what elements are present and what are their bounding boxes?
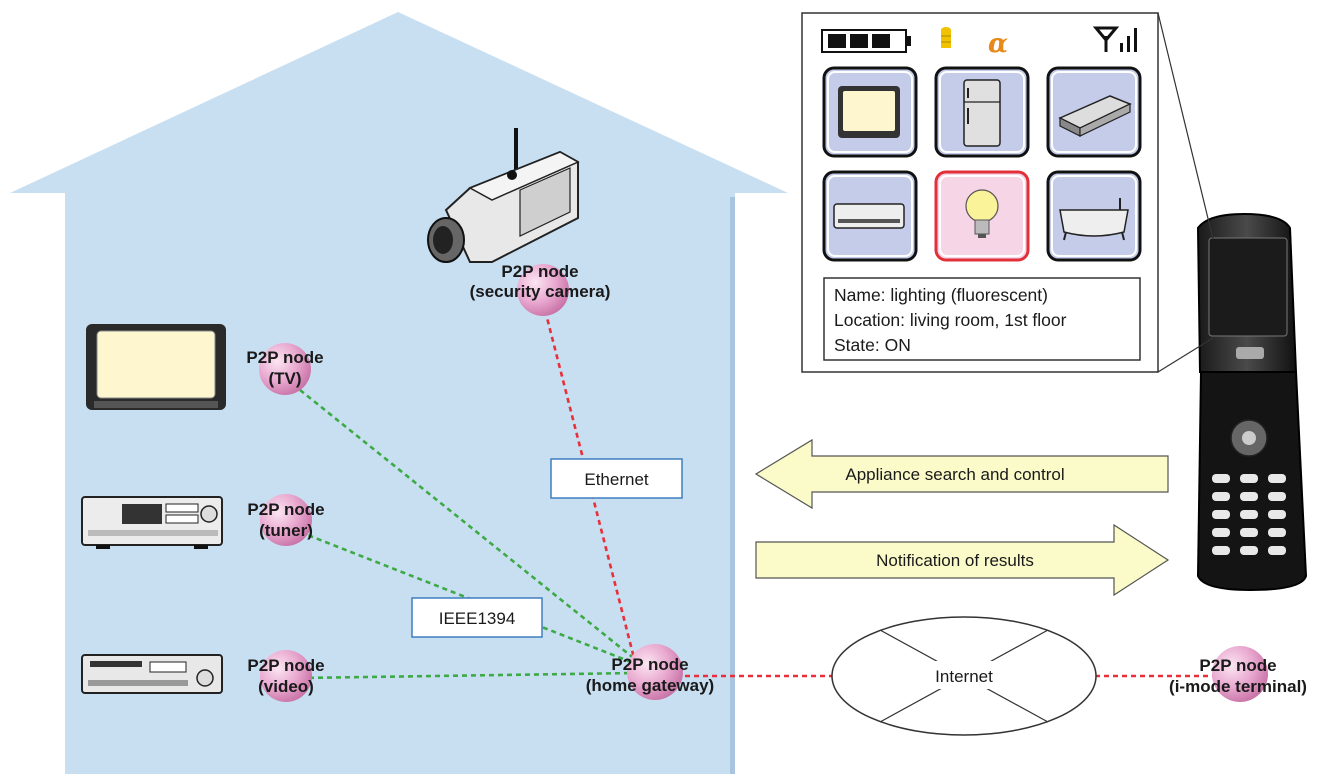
- node-title: P2P node: [246, 348, 323, 367]
- mobile-phone-icon: [1196, 212, 1308, 592]
- ieee1394-link-video: [299, 671, 637, 680]
- notification-label: Notification of results: [876, 551, 1034, 570]
- tuner-appliance-icon: [81, 496, 223, 549]
- air-conditioner-icon[interactable]: [822, 170, 918, 262]
- ethernet-label: Ethernet: [584, 470, 649, 489]
- storage-icon: [941, 27, 951, 48]
- node-circle: [259, 343, 311, 395]
- info-location: Location: living room, 1st floor: [834, 310, 1067, 330]
- node-title: P2P node: [247, 500, 324, 519]
- tv-appliance-icon: [86, 324, 226, 410]
- node-title: P2P node: [501, 262, 578, 281]
- security-camera-icon: [427, 128, 580, 263]
- notification-arrow: Notification of results: [755, 523, 1170, 597]
- node-title: P2P node: [247, 656, 324, 675]
- refrigerator-icon[interactable]: [934, 66, 1030, 158]
- callout-line-bottom: [1157, 337, 1214, 373]
- internet-cloud: Internet: [831, 616, 1097, 736]
- battery-icon: [821, 29, 911, 53]
- node-security-camera: P2P node (security camera): [470, 262, 611, 316]
- node-circle: [1212, 646, 1268, 702]
- node-imode-terminal: P2P node (i-mode terminal): [1169, 646, 1307, 702]
- node-circle: [627, 644, 683, 700]
- node-circle: [260, 650, 312, 702]
- callout-line-top: [1157, 12, 1214, 240]
- node-tuner: P2P node (tuner): [247, 494, 325, 546]
- tv-icon[interactable]: [822, 66, 918, 158]
- node-subtitle: (home gateway): [586, 676, 714, 695]
- ieee1394-label: IEEE1394: [439, 609, 516, 628]
- signal-icon: [1092, 26, 1137, 52]
- ethernet-box: Ethernet: [550, 458, 683, 499]
- phone-screen-panel: α: [801, 12, 1159, 373]
- node-subtitle: (tuner): [259, 521, 313, 540]
- video-appliance-icon: [81, 654, 223, 694]
- ieee1394-box: IEEE1394: [411, 597, 543, 638]
- light-bulb-icon[interactable]: [934, 170, 1030, 262]
- bathtub-icon[interactable]: [1046, 170, 1142, 262]
- appliance-info-box: Name: lighting (fluorescent) Location: l…: [823, 277, 1141, 361]
- node-subtitle: (video): [258, 677, 314, 696]
- node-tv: P2P node (TV): [246, 343, 324, 395]
- video-deck-icon[interactable]: [1046, 66, 1142, 158]
- alpha-icon: α: [988, 29, 1008, 59]
- house-roof: [10, 12, 788, 193]
- house-wall-shadow: [730, 197, 735, 774]
- search-control-label: Appliance search and control: [845, 465, 1064, 484]
- node-circle: [260, 494, 312, 546]
- node-video: P2P node (video): [247, 650, 325, 702]
- info-name: Name: lighting (fluorescent): [834, 285, 1048, 305]
- node-subtitle: (i-mode terminal): [1169, 677, 1307, 696]
- info-state: State: ON: [834, 335, 911, 355]
- node-home-gateway: P2P node (home gateway): [586, 644, 714, 700]
- node-subtitle: (TV): [268, 369, 301, 388]
- search-control-arrow: Appliance search and control: [754, 438, 1169, 510]
- node-title: P2P node: [1199, 656, 1276, 675]
- internet-label: Internet: [935, 667, 993, 686]
- node-subtitle: (security camera): [470, 282, 611, 301]
- node-title: P2P node: [611, 655, 688, 674]
- node-circle: [517, 264, 569, 316]
